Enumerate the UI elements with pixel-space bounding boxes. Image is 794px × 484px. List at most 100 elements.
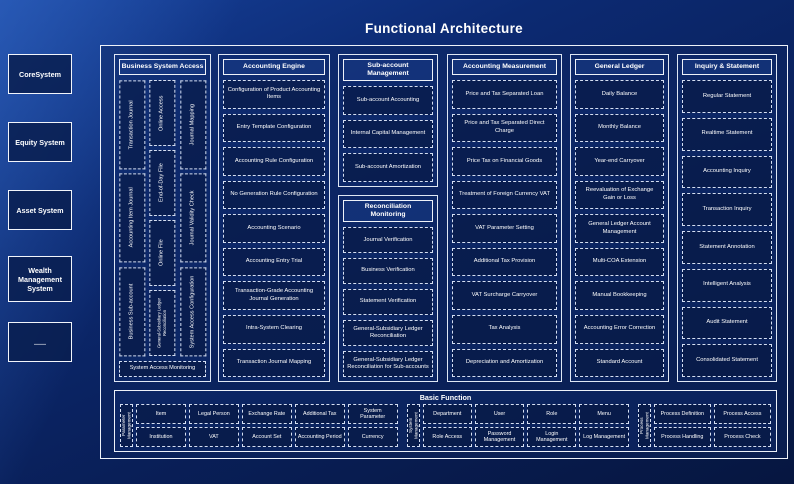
engine-item: Entry Template Configuration [223,113,325,143]
basic-function-section: Basic Function Parameter Management Item… [114,390,777,452]
reconciliation-item: General-Subsidiary Ledger Reconciliation… [343,351,433,377]
engine-item: Intra-System Clearing [223,314,325,344]
engine-item: Accounting Rule Configuration [223,147,325,176]
inquiry-item: Accounting Inquiry [682,155,772,189]
basic-cell: Process Handling [653,427,711,447]
inquiry-item: Statement Annotation [682,231,772,264]
main-container: Business System Access Transaction Journ… [100,45,788,459]
ledger-item: Accounting Error Correction [575,314,664,344]
basic-cell: VAT [188,427,239,447]
ledger-item: Reevaluation of Exchange Gain or Loss [575,180,664,210]
group-grid: Department User Role Menu Role Access Pa… [422,404,629,447]
basic-cell: Legal Person [188,404,239,424]
measurement-item: Tax Analysis [452,314,557,344]
engine-item: Accounting Entry Trial [223,247,325,277]
ledger-item: Standard Account [575,348,664,378]
basic-cell: Login Management [527,427,577,447]
page-title: Functional Architecture [365,21,523,36]
system-box-wealth: Wealth Management System [8,256,72,302]
column-reconciliation-monitoring: Reconciliation Monitoring Journal Verifi… [338,195,438,382]
basic-cell: User [474,404,525,424]
ledger-item: Monthly Balance [575,113,664,143]
basic-cell: Process Definition [653,404,711,424]
bsa-item: Online Access [149,80,176,146]
basic-cell: Accounting Period [294,427,345,447]
ledger-item: General Ledger Account Management [575,214,664,243]
bsa-subcolumn-1: Transaction Journal Accounting Item Jour… [119,80,146,356]
column-header: Inquiry & Statement [682,59,772,75]
group-system-management: System Management Department User Role M… [406,404,629,447]
basic-cell: Log Management [579,427,629,447]
measurement-item: Price Tax on Financial Goods [452,147,557,176]
measurement-item: Additional Tax Provision [452,247,557,277]
basic-cell: Department [422,404,472,424]
ledger-item: Manual Bookkeeping [575,281,664,310]
column-header: Accounting Measurement [452,59,557,75]
bsa-item: End-of-Day File [149,150,176,216]
group-label: Parameter Management [120,404,133,447]
engine-item: Transaction-Grade Accounting Journal Gen… [223,281,325,310]
column-header: Accounting Engine [223,59,325,75]
column-sub-account-management: Sub-account Management Sub-account Accou… [338,54,438,187]
engine-item: Transaction Journal Mapping [223,348,325,378]
group-label: System Management [406,404,420,447]
engine-item: No Generation Rule Configuration [223,180,325,210]
measurement-item: Depreciation and Amortization [452,348,557,378]
basic-cell: Currency [347,427,398,447]
inquiry-item: Regular Statement [682,80,772,113]
basic-cell: Additional Tax [294,404,345,424]
group-grid: Item Legal Person Exchange Rate Addition… [136,404,398,447]
subaccount-item: Sub-account Amortization [343,153,433,182]
measurement-item: Price and Tax Separated Loan [452,80,557,109]
basic-cell: Exchange Rate [241,404,292,424]
bsa-item: General-Subsidiary Ledger Reconciliation [149,290,176,356]
measurement-item: VAT Parameter Setting [452,214,557,243]
system-box-asset: Asset System [8,190,72,230]
bsa-item: Online File [149,220,176,286]
inquiry-item: Consolidated Statement [682,344,772,377]
ledger-item: Daily Balance [575,80,664,109]
bsa-item: System Access Configuration [179,266,206,356]
reconciliation-item: Journal Verification [343,227,433,254]
column-header: General Ledger [575,59,664,75]
ledger-item: Multi-COA Extension [575,247,664,277]
column-header: Business System Access [119,59,206,75]
inquiry-item: Realtime Statement [682,117,772,151]
basic-cell: Institution [136,427,186,447]
subaccount-item: Internal Capital Management [343,119,433,149]
basic-function-header: Basic Function [419,393,472,402]
basic-cell: Menu [579,404,629,424]
group-process-management: Process Management Process Definition Pr… [637,404,771,447]
subaccount-item: Sub-account Accounting [343,86,433,115]
group-parameter-management: Parameter Management Item Legal Person E… [120,404,398,447]
ledger-item: Year-end Carryover [575,147,664,176]
inquiry-item: Intelligent Analysis [682,268,772,302]
column-accounting-measurement: Accounting Measurement Price and Tax Sep… [447,54,562,382]
bsa-item: Transaction Journal [119,80,146,170]
bsa-item: Accounting Item Journal [119,173,146,263]
basic-cell: Account Set [241,427,292,447]
system-box-equity: Equity System [8,122,72,162]
measurement-item: Treatment of Foreign Currency VAT [452,180,557,210]
group-grid: Process Definition Process Access Proces… [653,404,771,447]
column-header: Sub-account Management [343,59,433,82]
engine-item: Configuration of Product Accounting Item… [223,80,325,109]
engine-item: Accounting Scenario [223,214,325,243]
reconciliation-item: Business Verification [343,258,433,285]
reconciliation-item: General-Subsidiary Ledger Reconciliation [343,320,433,347]
basic-cell: Role Access [422,427,472,447]
basic-cell: Role [527,404,577,424]
bsa-item: Journal Validity Check [179,173,206,263]
bsa-subcolumn-3: Journal Mapping Journal Validity Check S… [179,80,206,356]
system-box-more: ...... [8,322,72,362]
basic-cell: Password Management [474,427,525,447]
basic-function-body: Parameter Management Item Legal Person E… [120,404,771,447]
group-label: Process Management [637,404,651,447]
column-general-ledger: General Ledger Daily Balance Monthly Bal… [570,54,669,382]
bsa-item-system-access-monitoring: System Access Monitoring [119,361,206,377]
bsa-item: Journal Mapping [179,80,206,170]
bsa-item: Business Sub-account [119,266,146,356]
column-header: Reconciliation Monitoring [343,200,433,223]
column-business-system-access: Business System Access Transaction Journ… [114,54,211,382]
column-accounting-engine: Accounting Engine Configuration of Produ… [218,54,330,382]
